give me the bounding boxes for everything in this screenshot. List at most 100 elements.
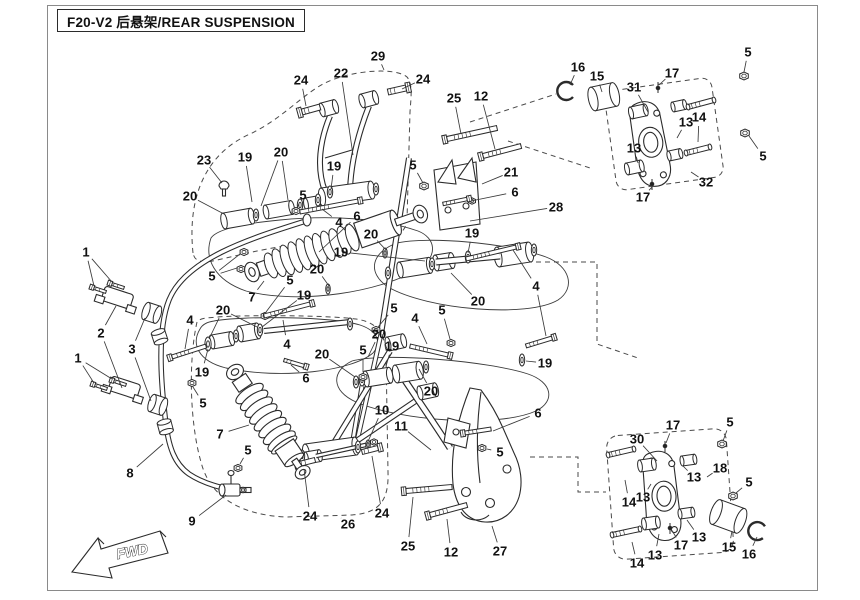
- part-number: 5: [726, 415, 733, 430]
- callout-17: 17: [665, 418, 680, 444]
- callout-22: 22: [334, 66, 354, 156]
- hex-nut: [233, 463, 243, 473]
- dashed-connector: [469, 93, 557, 123]
- callout-13: 13: [686, 519, 706, 545]
- upper-shock-absorber: [244, 204, 429, 283]
- callout-28: 28: [469, 200, 563, 222]
- arm-tube: [263, 319, 351, 334]
- part-number: 26: [341, 517, 355, 532]
- part-number: 20: [216, 303, 230, 318]
- bushing-sleeve: [156, 418, 174, 436]
- part-number: 24: [294, 73, 309, 88]
- part-number: 19: [195, 365, 209, 380]
- bearing: [709, 499, 748, 534]
- callout-19: 19: [238, 150, 253, 203]
- callout-19: 19: [327, 159, 341, 190]
- part-number: 13: [636, 490, 650, 505]
- callout-20: 20: [450, 272, 485, 309]
- part-number: 28: [549, 200, 563, 215]
- part-number: 15: [722, 540, 736, 555]
- hex-nut: [371, 325, 381, 335]
- callout-17: 17: [636, 186, 653, 205]
- part-number: 4: [186, 313, 194, 328]
- hex-nut: [728, 491, 738, 501]
- callout-9: 9: [188, 494, 227, 529]
- part-number: 31: [627, 80, 641, 95]
- part-number: 20: [274, 145, 288, 160]
- callout-5: 5: [748, 135, 767, 164]
- callout-14: 14: [622, 479, 637, 510]
- callout-4: 4: [512, 249, 547, 337]
- callout-5: 5: [743, 45, 752, 73]
- callout-20: 20: [310, 262, 330, 287]
- hex-nut: [419, 181, 429, 191]
- part-number: 22: [334, 66, 348, 81]
- washer: [530, 243, 538, 257]
- upper-bracket: [433, 156, 481, 231]
- callout-21: 21: [481, 165, 518, 185]
- callout-5: 5: [486, 445, 504, 460]
- bolt: [166, 343, 208, 363]
- bolt: [423, 501, 469, 521]
- bushing-sleeve: [623, 159, 645, 176]
- bar-end-eye: [302, 213, 312, 227]
- callout-15: 15: [722, 530, 736, 555]
- hex-nut: [740, 128, 750, 138]
- dashed-region-lower-arm: [190, 315, 389, 518]
- bolt: [386, 81, 413, 96]
- bushing-sleeve: [141, 301, 163, 324]
- callout-13: 13: [676, 115, 693, 139]
- part-number: 15: [590, 69, 604, 84]
- bolt: [282, 357, 310, 371]
- part-number: 29: [371, 49, 385, 64]
- callout-24: 24: [294, 73, 309, 107]
- part-number: 5: [759, 149, 766, 164]
- lower-shock-absorber: [226, 363, 311, 480]
- part-number: 19: [297, 288, 311, 303]
- callout-19: 19: [195, 348, 209, 380]
- part-number: 7: [216, 427, 223, 442]
- callout-5: 5: [438, 303, 451, 340]
- part-number: 5: [438, 303, 445, 318]
- dashed-region-upper-arm: [191, 70, 412, 263]
- callout-30: 30: [630, 432, 658, 462]
- callout-5: 5: [409, 158, 424, 184]
- bolt: [360, 442, 385, 456]
- washer: [314, 193, 322, 207]
- part-number: 1: [82, 245, 89, 260]
- bolt: [262, 298, 316, 319]
- bolt: [609, 525, 643, 539]
- grease-fitting: [218, 180, 230, 197]
- part-number: 12: [444, 545, 458, 560]
- trailing-arm: [443, 387, 522, 523]
- part-number: 5: [409, 158, 416, 173]
- bushing-sleeve: [318, 99, 340, 118]
- part-number: 20: [471, 294, 485, 309]
- callout-4: 4: [282, 319, 291, 352]
- callout-32: 32: [690, 171, 713, 190]
- callout-19: 19: [465, 226, 479, 254]
- callout-27: 27: [491, 525, 507, 559]
- part-number: 6: [353, 209, 360, 224]
- snap-ring: [556, 80, 574, 102]
- callout-5: 5: [192, 386, 207, 411]
- dashed-box-knuckle-top: [604, 77, 724, 191]
- part-number: 14: [630, 556, 645, 571]
- part-number: 10: [375, 403, 389, 418]
- callout-1: 1: [82, 245, 113, 287]
- callout-20: 20: [367, 327, 386, 358]
- bolt: [408, 343, 454, 360]
- callout-4: 4: [321, 208, 343, 230]
- callout-20: 20: [208, 303, 258, 340]
- callout-23: 23: [197, 153, 223, 184]
- washer: [354, 440, 362, 454]
- part-number: 17: [636, 190, 650, 205]
- callout-31: 31: [627, 80, 649, 113]
- callout-13: 13: [648, 533, 662, 563]
- callout-4: 4: [411, 311, 428, 345]
- callout-20: 20: [315, 347, 356, 378]
- part-number: 25: [401, 539, 415, 554]
- part-number: 30: [630, 432, 644, 447]
- callout-25: 25: [447, 91, 462, 135]
